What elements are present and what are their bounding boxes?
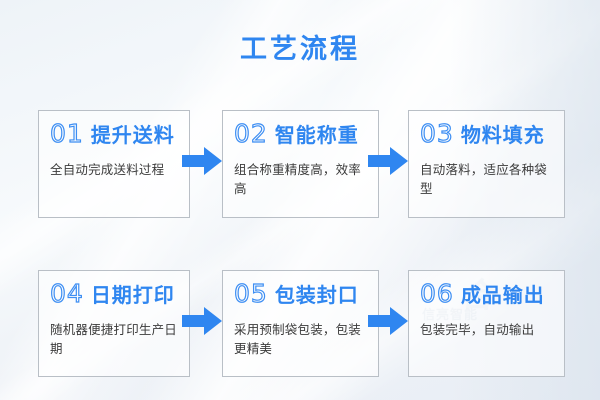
step-card-01-head: 01 提升送料 [49, 119, 178, 148]
page-title: 工艺流程 [240, 34, 360, 65]
step-desc-01: 全自动完成送料过程 [50, 162, 165, 177]
step-title-06: 成品输出 [460, 283, 545, 307]
step-card-03-head: 03 物料填充 [419, 119, 553, 148]
step-desc-05: 采用预制袋包装，包装更精美 [234, 322, 362, 356]
step-card-05-head: 05 包装封口 [233, 279, 367, 308]
step-number-03: 03 [419, 119, 454, 148]
step-title-02: 智能称重 [274, 123, 359, 147]
step-number-02: 02 [233, 119, 268, 148]
step-card-01[interactable]: 01 提升送料 全自动完成送料过程 [38, 110, 190, 218]
step-desc-02: 组合称重精度高，效率高 [234, 162, 362, 196]
step-number-04: 04 [49, 279, 84, 308]
step-number-05: 05 [233, 279, 268, 308]
step-card-05[interactable]: 05 包装封口 采用预制袋包装，包装更精美 [222, 270, 379, 377]
step-title-03: 物料填充 [460, 123, 545, 147]
step-title-05: 包装封口 [274, 283, 359, 307]
step-title-01: 提升送料 [90, 123, 175, 147]
step-number-06: 06 [419, 279, 454, 308]
step-card-03[interactable]: 03 物料填充 自动落料，适应各种袋型 [408, 110, 565, 218]
step-card-02[interactable]: 02 智能称重 组合称重精度高，效率高 [222, 110, 379, 218]
step-card-06[interactable]: 06 成品输出 包装完毕，自动输出 [408, 270, 565, 377]
step-card-02-head: 02 智能称重 [233, 119, 367, 148]
step-card-04[interactable]: 04 日期打印 随机器便捷打印生产日期 [38, 270, 190, 377]
step-title-04: 日期打印 [90, 283, 175, 307]
step-card-04-head: 04 日期打印 [49, 279, 178, 308]
step-number-01: 01 [49, 119, 84, 148]
step-card-06-head: 06 成品输出 [419, 279, 553, 308]
step-desc-04: 随机器便捷打印生产日期 [50, 322, 178, 356]
step-desc-06: 包装完毕，自动输出 [420, 322, 535, 337]
step-desc-03: 自动落料，适应各种袋型 [420, 162, 548, 196]
